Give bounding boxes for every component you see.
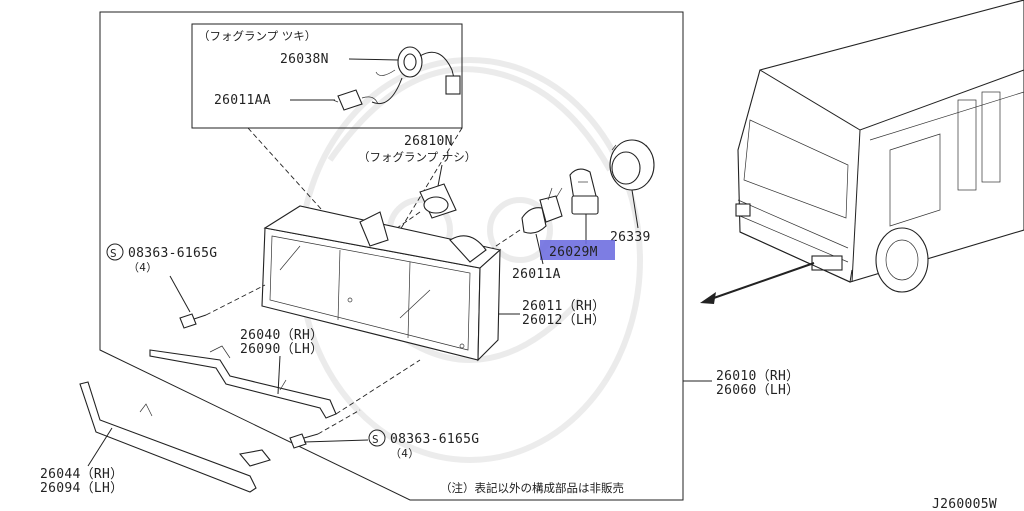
screw-symbol-icon (106, 243, 124, 261)
fog-lamp-box-title: （フォグランプ ツキ） (198, 29, 316, 43)
fog-cap-icon (419, 183, 457, 219)
headlamp-bulb-icon (569, 168, 599, 215)
label-screw-bottom-qty: （4） (390, 447, 420, 460)
headlamp-unit-icon (261, 205, 502, 362)
screw-symbol-icon-bottom (368, 429, 386, 447)
label-26010-rh: 26010（RH） (716, 369, 800, 384)
molding-icon (79, 381, 271, 493)
label-26044-rh: 26044（RH） (40, 467, 124, 482)
label-26339: 26339 (610, 230, 651, 245)
footnote: （注）表記以外の構成部品は非販売 (440, 481, 624, 495)
fog-socket-icon (371, 46, 461, 104)
svg-text:26090（LH）: 26090（LH） (240, 342, 324, 357)
label-26029m[interactable]: 26029M (549, 245, 598, 260)
screw-bottom: S 08363-6165G （4） (289, 409, 479, 460)
label-26810n-note: （フォグランプ ナシ） (358, 150, 476, 164)
svg-text:S: S (110, 247, 117, 260)
label-26094-lh: 26094（LH） (40, 481, 124, 496)
screw-icon (179, 313, 207, 329)
label-26038n: 26038N (280, 52, 329, 67)
label-26011-rh: 26011（RH） (522, 299, 606, 314)
screw-top: S 08363-6165G （4） (106, 243, 266, 329)
socket-ring-icon (609, 139, 655, 191)
svg-text:S: S (372, 433, 379, 446)
diagram-code: J260005W (932, 497, 997, 511)
bus-illustration (735, 0, 1024, 293)
label-26060-lh: 26060（LH） (716, 383, 800, 398)
label-26011a: 26011A (512, 267, 561, 282)
label-screw-top-number: 08363-6165G (128, 246, 217, 261)
pointer-arrow (700, 262, 815, 304)
fog-bulb-icon (332, 89, 379, 111)
screw-icon-bottom (289, 433, 319, 449)
bracket-icon (149, 345, 337, 419)
halogen-bulb-icon (521, 187, 563, 234)
label-screw-top-qty: （4） (128, 261, 158, 274)
label-26040-rh: 26040（RH） (240, 328, 324, 343)
fog-lamp-box: （フォグランプ ツキ） 26038N 26011AA (191, 23, 463, 129)
label-26810n: 26810N (404, 134, 453, 149)
label-26012-lh: 26012（LH） (522, 313, 606, 328)
label-26011aa: 26011AA (214, 93, 271, 108)
label-screw-bottom-number: 08363-6165G (390, 432, 479, 447)
highlight-26029m (540, 240, 615, 260)
